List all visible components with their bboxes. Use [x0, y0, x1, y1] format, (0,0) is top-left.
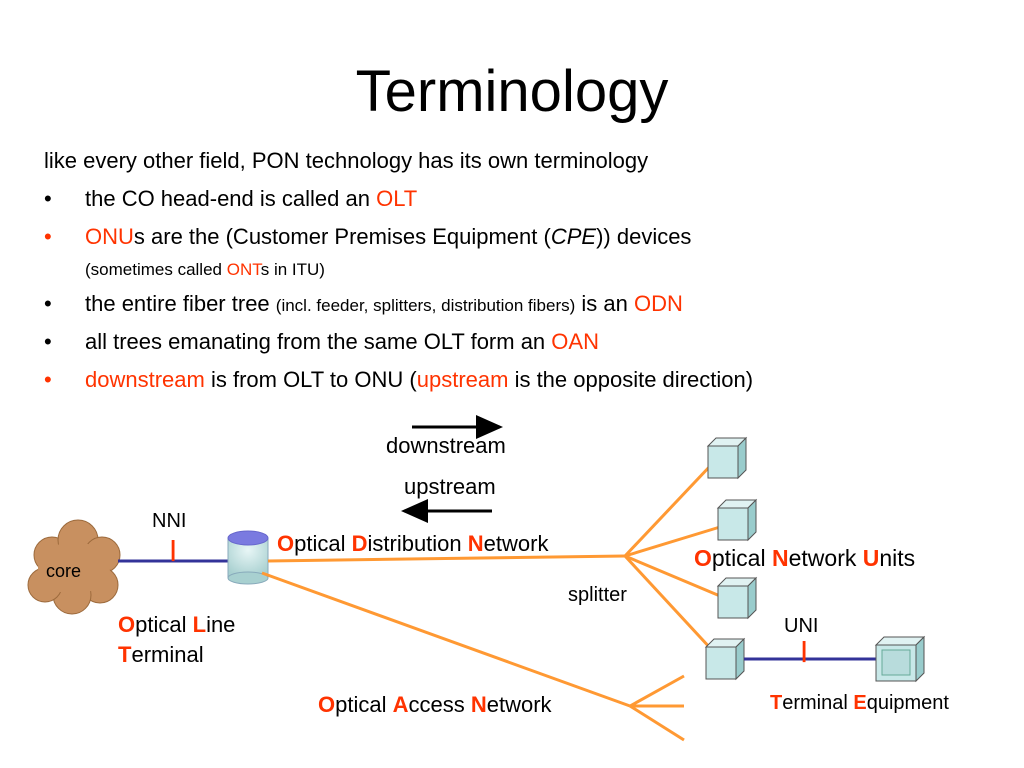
intro-text: like every other field, PON technology h… — [44, 148, 649, 173]
distribution-fibers — [623, 462, 721, 652]
downstream-label: downstream — [386, 433, 506, 458]
bullet-text: all trees emanating from the same OLT fo… — [85, 329, 552, 354]
bullet-text: )) devices — [596, 224, 692, 249]
bullet-text: the entire fiber tree — [85, 291, 276, 316]
bullet-onu-subline: (sometimes called ONTs in ITU) — [85, 260, 325, 279]
term-olt: OLT — [376, 186, 418, 211]
odn-label: Optical Distribution Network — [277, 531, 549, 556]
term-downstream: downstream — [85, 367, 205, 392]
bullet-onu-line: ONUs are the (Customer Premises Equipmen… — [85, 223, 964, 251]
term-ont: ONT — [226, 260, 261, 279]
bullet-text: the CO head-end is called an — [85, 186, 377, 211]
term-oan: OAN — [551, 329, 599, 354]
bullet-text: s are the (Customer Premises Equipment ( — [133, 224, 551, 249]
bullet-marker: • — [44, 186, 52, 211]
uni-marker: | — [801, 637, 808, 662]
oan-label: Optical Access Network — [318, 692, 552, 717]
bullet-marker: • — [44, 291, 52, 316]
onu-cube-icon — [716, 576, 758, 620]
oan-fan — [629, 674, 685, 742]
onu-cube-icon — [706, 436, 748, 480]
terminal-equipment-label: Terminal Equipment — [770, 692, 949, 714]
nni-label: NNI — [152, 510, 187, 532]
bullet-marker: • — [44, 329, 52, 354]
onu-label: Optical Network Units — [694, 545, 916, 571]
term-cpe: CPE — [550, 224, 597, 249]
term-odn: ODN — [634, 291, 683, 316]
term-onu: ONU — [85, 224, 134, 249]
terminal-equipment-icon — [874, 635, 926, 683]
oan-fiber — [261, 571, 631, 708]
core-cloud-icon — [27, 519, 121, 615]
onu-cube-icon — [704, 637, 746, 681]
core-label: core — [46, 561, 82, 581]
upstream-label: upstream — [404, 474, 496, 499]
feeder-fiber — [267, 554, 626, 563]
bullet-small-text: (incl. feeder, splitters, distribution f… — [275, 296, 576, 315]
bullet-marker: • — [44, 224, 52, 249]
slide-title: Terminology — [355, 59, 669, 124]
uni-label: UNI — [784, 615, 819, 637]
nni-marker: | — [170, 536, 177, 561]
olt-cylinder-icon — [227, 530, 269, 585]
onu-cube-icon — [716, 498, 758, 542]
bullet-marker: • — [44, 367, 52, 392]
splitter-label: splitter — [568, 584, 627, 606]
term-upstream: upstream — [416, 367, 509, 392]
